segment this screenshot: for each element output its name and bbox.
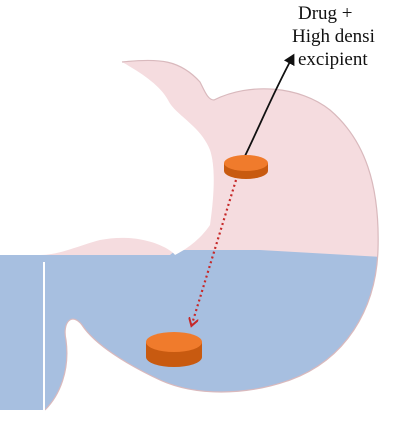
annotation-line-3: excipient: [298, 48, 368, 71]
annotation-line-1: Drug +: [298, 2, 353, 25]
tablet-sunk: [146, 332, 202, 367]
tablet-initial: [224, 155, 268, 179]
gastric-fluid-region: [0, 250, 400, 426]
annotation-line-2: High densi: [292, 25, 375, 48]
